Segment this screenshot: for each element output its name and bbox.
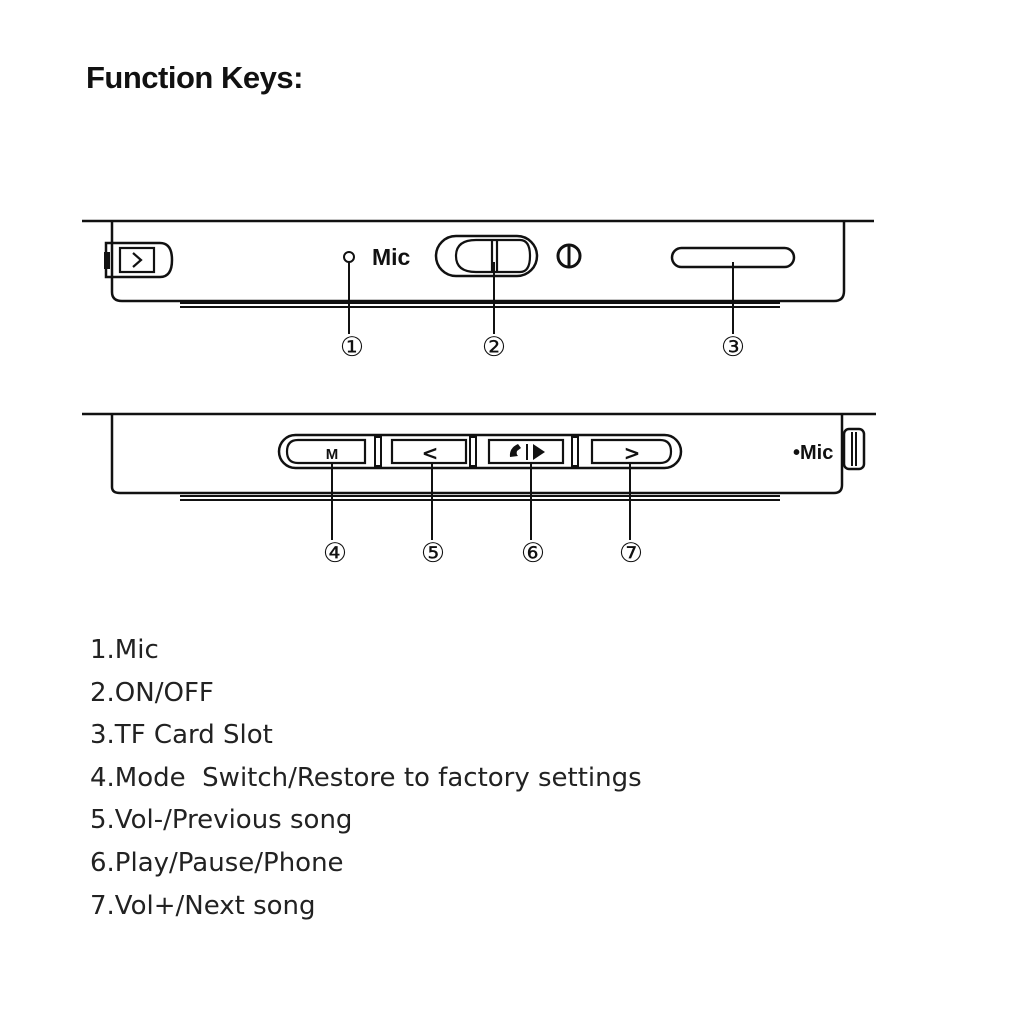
callout-4: ④ xyxy=(323,538,347,569)
power-symbol-icon xyxy=(556,243,582,269)
callout-1: ① xyxy=(340,332,364,363)
legend-item-3: 3.TF Card Slot xyxy=(90,720,273,751)
phone-play-icon xyxy=(509,444,545,460)
legend-item-7: 7.Vol+/Next song xyxy=(90,890,316,921)
side-mic-knob xyxy=(842,427,866,471)
legend-item-6: 6.Play/Pause/Phone xyxy=(90,847,344,878)
top-view xyxy=(82,219,874,334)
bottom-view xyxy=(82,412,876,540)
legend-item-1: 1.Mic xyxy=(90,635,159,665)
callout-7: ⑦ xyxy=(619,538,643,569)
vol-up-icon: > xyxy=(624,441,641,465)
side-clip-icon xyxy=(104,241,174,279)
callout-3: ③ xyxy=(721,332,745,363)
callout-2: ② xyxy=(482,332,506,363)
callout-5: ⑤ xyxy=(421,538,445,569)
mode-button[interactable] xyxy=(285,438,367,465)
vol-up-button[interactable] xyxy=(590,438,673,465)
mic-label-side: •Mic xyxy=(793,442,833,464)
legend-item-2: 2.ON/OFF xyxy=(90,677,214,708)
legend-item-4: 4.Mode Switch/Restore to factory setting… xyxy=(90,762,642,793)
mic-label-top: Mic xyxy=(372,244,411,270)
mode-button-label: M xyxy=(326,446,339,463)
mic-hole-icon xyxy=(343,251,355,263)
function-key-legend: 1.Mic 2.ON/OFF 3.TF Card Slot 4.Mode Swi… xyxy=(90,629,642,927)
legend-item-5: 5.Vol-/Previous song xyxy=(90,805,353,836)
power-switch[interactable] xyxy=(434,234,539,278)
vol-down-button[interactable] xyxy=(390,438,468,465)
callout-6: ⑥ xyxy=(521,538,545,569)
page-title: Function Keys: xyxy=(86,60,303,95)
play-pause-phone-button[interactable] xyxy=(487,438,565,465)
vol-down-icon: < xyxy=(422,441,439,465)
